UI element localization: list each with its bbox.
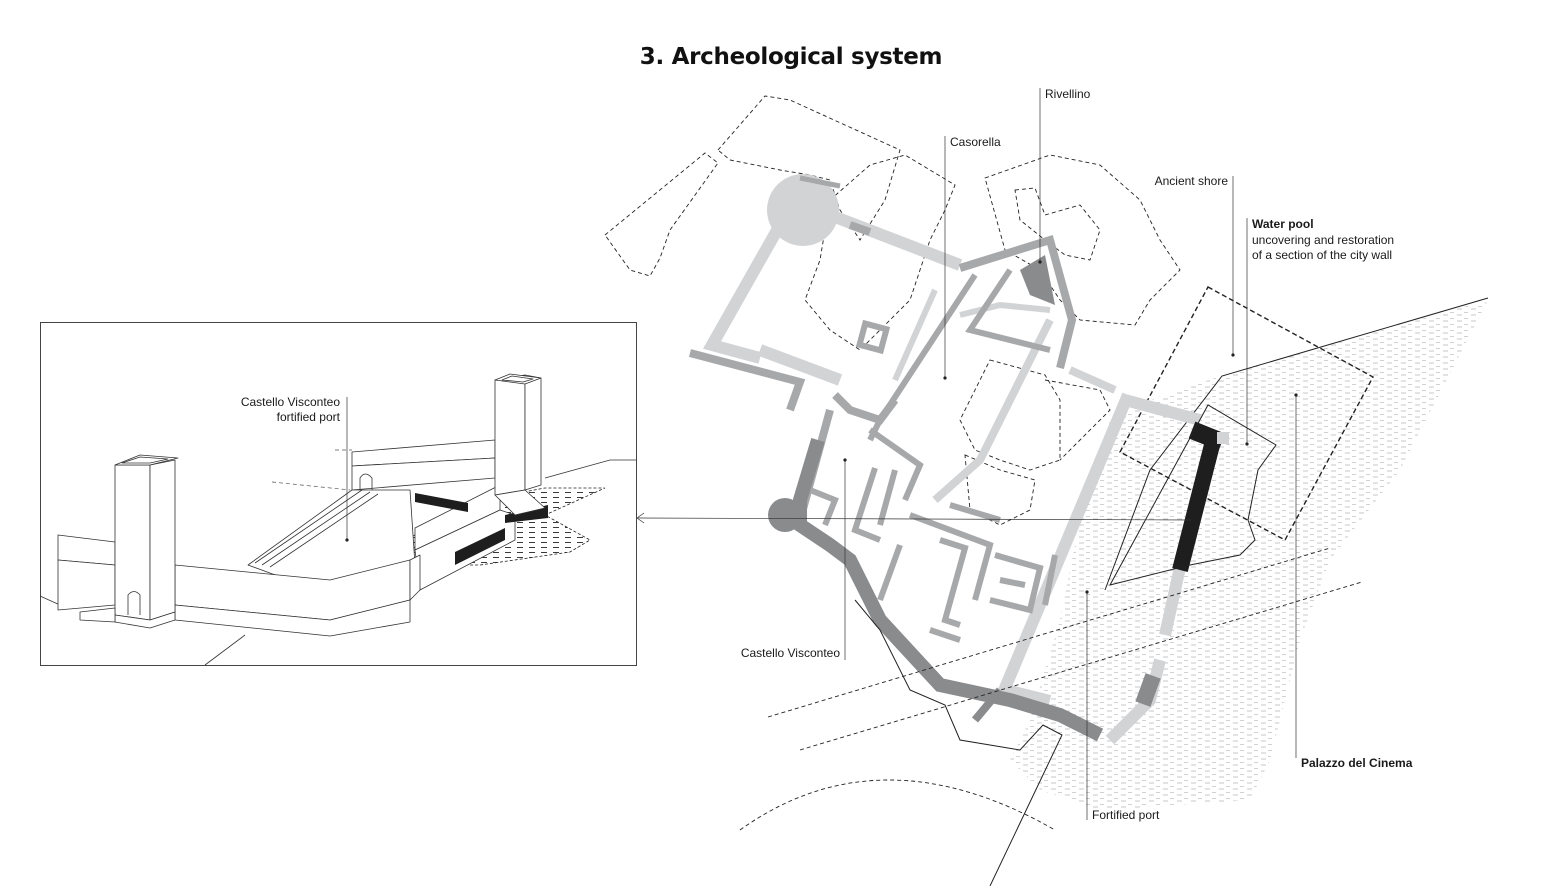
- leader-lines: [636, 88, 1298, 820]
- site-plan: Rivellino Casorella Ancient shore Water …: [604, 87, 1489, 886]
- ancient-shore-line: [1104, 297, 1489, 591]
- inset-label-line2: fortified port: [277, 410, 341, 424]
- label-palazzo-del-cinema: Palazzo del Cinema: [1301, 756, 1413, 770]
- label-rivellino: Rivellino: [1045, 87, 1091, 101]
- inset-label-line1: Castello Visconteo: [241, 395, 340, 409]
- palazzo-outline: [1109, 404, 1277, 586]
- label-ancient-shore: Ancient shore: [1155, 174, 1229, 188]
- label-water-pool-line2: of a section of the city wall: [1252, 248, 1392, 262]
- medium-walls: [688, 175, 1077, 643]
- dark-walls: [768, 255, 1161, 742]
- label-water-pool-title: Water pool: [1252, 217, 1314, 231]
- water-pool-wall: [1172, 421, 1229, 572]
- label-castello-visconteo: Castello Visconteo: [741, 646, 840, 660]
- page-title: 3. Archeological system: [639, 44, 943, 70]
- building-outlines: [604, 95, 1181, 526]
- fortified-port-outline: [854, 599, 1063, 886]
- label-casorella: Casorella: [950, 135, 1001, 149]
- water-area: [1010, 300, 1488, 810]
- dashed-axes: [739, 547, 1363, 831]
- label-fortified-port: Fortified port: [1092, 808, 1160, 822]
- inset-view: Castello Visconteo fortified port: [39, 322, 637, 666]
- label-water-pool-line1: uncovering and restoration: [1252, 233, 1394, 247]
